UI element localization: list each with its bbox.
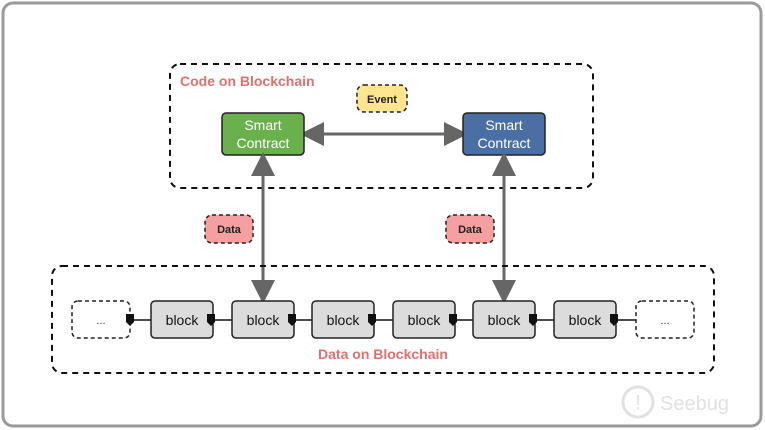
chain-block: block xyxy=(231,300,295,339)
blockchain-chain: ... block block block block block block xyxy=(71,300,695,339)
contract-left-line1: Smart xyxy=(244,117,281,133)
chain-block: block xyxy=(392,300,456,339)
contract-left-line2: Contract xyxy=(237,135,290,151)
chain-link-marker xyxy=(207,314,215,326)
chain-link-marker xyxy=(126,314,134,326)
block-label: block xyxy=(166,312,200,328)
data-tag-left: Data xyxy=(204,214,254,244)
chain-link-marker xyxy=(529,314,537,326)
chain-link-marker xyxy=(288,314,296,326)
block-label: block xyxy=(327,312,361,328)
contract-right-line1: Smart xyxy=(485,117,522,133)
seebug-watermark: ! Seebug xyxy=(621,385,729,419)
chain-link-marker xyxy=(368,314,376,326)
data-region-title: Data on Blockchain xyxy=(318,346,448,362)
data-tag-left-label: Data xyxy=(217,224,242,236)
chain-link-marker xyxy=(449,314,457,326)
block-label: block xyxy=(408,312,442,328)
chain-ellipsis-right: ... xyxy=(635,300,695,339)
smart-contract-left: Smart Contract xyxy=(221,112,305,156)
chain-ellipsis-left: ... xyxy=(71,300,131,339)
chain-block: block xyxy=(472,300,536,339)
code-region: Code on Blockchain xyxy=(169,63,594,189)
ellipsis-left-label: ... xyxy=(96,315,105,327)
seebug-wordmark: Seebug xyxy=(660,393,729,415)
block-label: block xyxy=(247,312,281,328)
block-label: block xyxy=(569,312,603,328)
data-tag-right-label: Data xyxy=(458,224,483,236)
code-region-title: Code on Blockchain xyxy=(180,73,315,89)
event-tag: Event xyxy=(356,84,408,113)
chain-block: block xyxy=(553,300,617,339)
chain-block: block xyxy=(311,300,375,339)
ellipsis-right-label: ... xyxy=(660,315,669,327)
data-region: Data on Blockchain xyxy=(51,265,715,374)
event-tag-label: Event xyxy=(367,94,397,106)
contract-right-line2: Contract xyxy=(478,135,531,151)
seebug-logo-glyph: ! xyxy=(635,392,641,414)
smart-contract-right: Smart Contract xyxy=(462,112,546,156)
block-label: block xyxy=(488,312,522,328)
seebug-logo-icon xyxy=(621,385,655,419)
data-tag-right: Data xyxy=(445,214,495,244)
chain-link-marker xyxy=(610,314,618,326)
chain-block: block xyxy=(150,300,214,339)
